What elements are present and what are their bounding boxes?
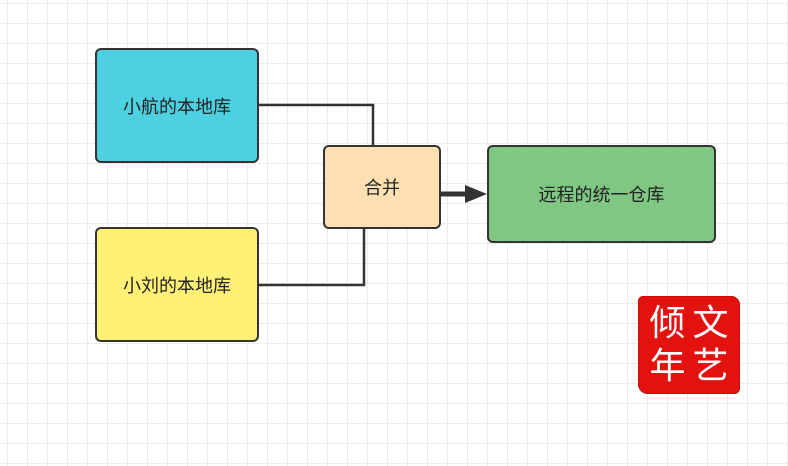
local-repo-xiaoliu[interactable]: 小刘的本地库 [95,227,259,342]
local-repo-xiaoliu-label: 小刘的本地库 [123,275,231,297]
edge-local-a-to-merge [259,103,375,145]
remote-repo-label: 远程的统一仓库 [538,185,665,206]
arrowhead [465,185,487,203]
seal-char: 倾 [649,302,686,344]
seal-char: 文 [692,302,729,344]
local-repo-xiaohang-label: 小航的本地库 [123,96,231,118]
seal-char: 年 [649,345,686,387]
edge-local-b-to-merge [259,229,366,287]
remote-repo[interactable]: 远程的统一仓库 [487,145,716,243]
merge-node[interactable]: 合并 [323,145,441,229]
merge-node-label: 合并 [364,178,400,199]
seal-char: 艺 [692,345,729,387]
seal-stamp: 倾 文 年 艺 [638,296,740,394]
local-repo-xiaohang[interactable]: 小航的本地库 [95,48,259,163]
